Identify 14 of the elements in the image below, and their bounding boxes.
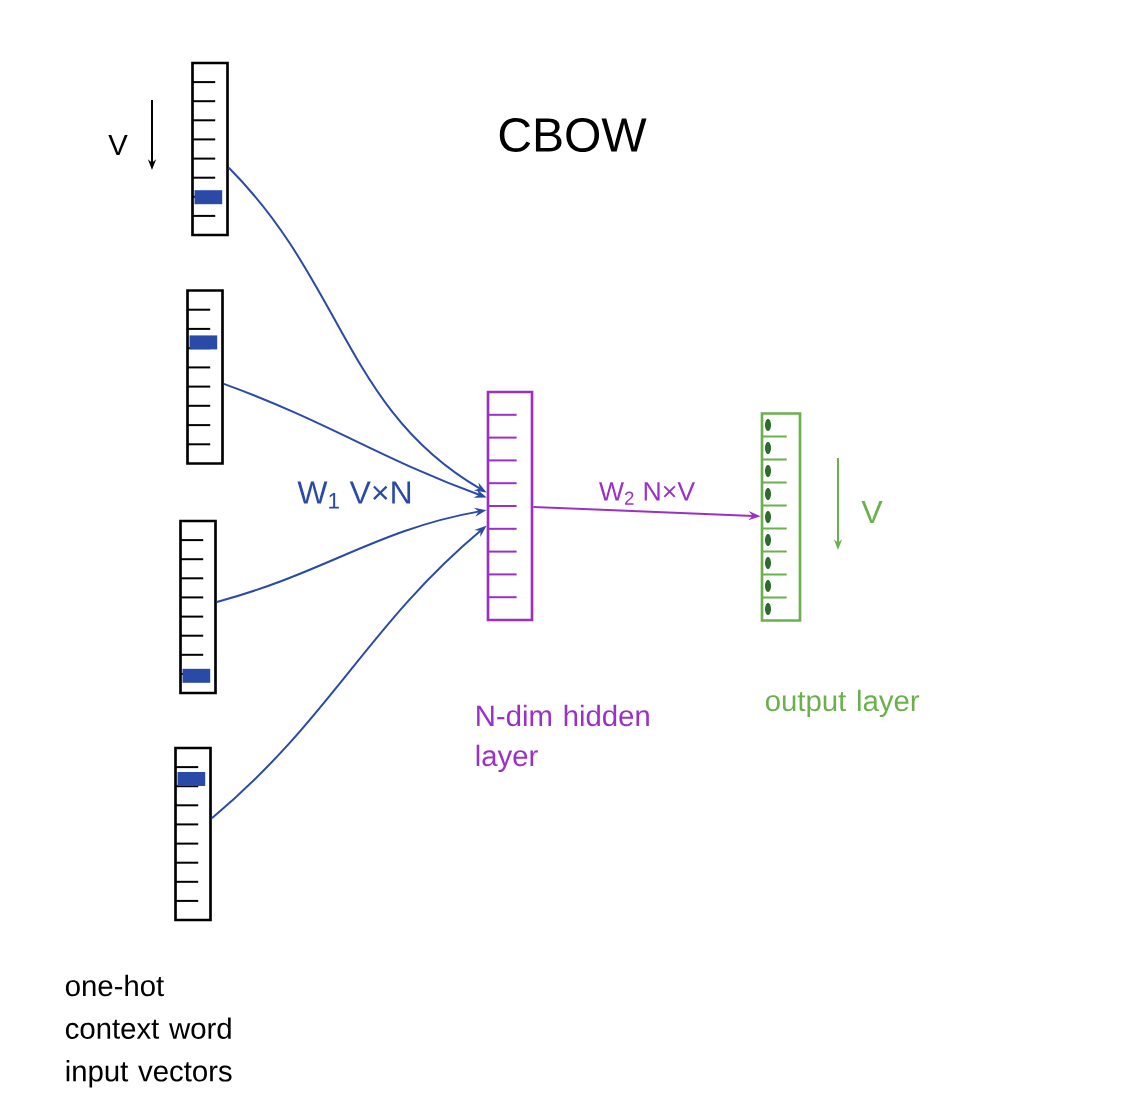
dimension-label: W$_{1}$ V×N	[297, 481, 411, 509]
dimension-label: V	[861, 501, 883, 523]
edge-label: W$_{2}$ N×V	[597, 480, 697, 506]
vector-bar	[186, 289, 224, 465]
dimension-label: V	[108, 134, 128, 156]
layer-caption: output layer	[765, 689, 920, 718]
caption-text: one-hot context word input vectors	[65, 974, 232, 1088]
vector-bar	[174, 746, 212, 922]
title: CBOW	[499, 118, 647, 152]
vector-bar	[760, 412, 802, 622]
vector-bar	[179, 519, 217, 695]
vector-bar	[486, 390, 534, 622]
vector-bar	[191, 61, 229, 237]
layer-caption: N-dim hidden layer	[476, 704, 649, 773]
